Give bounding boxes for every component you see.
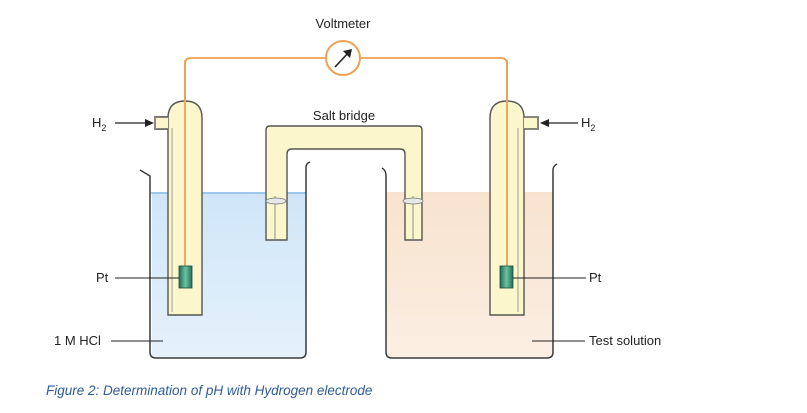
pt-right-label: Pt — [589, 270, 602, 285]
right-hydrogen-electrode — [489, 60, 539, 316]
test-solution-annotation: Test solution — [532, 333, 661, 348]
test-solution-label: Test solution — [589, 333, 661, 348]
h2-inlet-left-annotation: H2 — [92, 115, 154, 133]
salt-bridge — [265, 125, 424, 241]
right-beaker-outline — [381, 163, 558, 359]
pt-right-annotation: Pt — [513, 270, 602, 285]
left-platinum-electrode — [178, 265, 193, 289]
h2-left-label: H2 — [92, 115, 106, 133]
salt-bridge-tube — [265, 125, 423, 241]
pt-left-label: Pt — [96, 270, 109, 285]
h2-inlet-right-annotation: H2 — [540, 115, 595, 133]
external-circuit: Voltmeter — [184, 16, 508, 102]
salt-bridge-plug-right — [402, 197, 424, 205]
external-wire — [184, 57, 508, 102]
h2-right-arrow-icon — [540, 119, 549, 127]
right-platinum-electrode — [499, 265, 514, 289]
h2-right-label: H2 — [581, 115, 595, 133]
acid-annotation: 1 M HCl — [54, 333, 163, 348]
salt-bridge-label: Salt bridge — [313, 108, 375, 123]
acid-label: 1 M HCl — [54, 333, 101, 348]
left-beaker-outline — [139, 161, 311, 359]
voltmeter-label: Voltmeter — [316, 16, 372, 31]
h2-left-arrow-icon — [145, 119, 154, 127]
pt-left-annotation: Pt — [96, 270, 179, 285]
figure-caption: Figure 2: Determination of pH with Hydro… — [46, 383, 373, 398]
voltmeter-arrow-icon — [343, 49, 352, 58]
salt-bridge-plug-left — [265, 197, 287, 205]
